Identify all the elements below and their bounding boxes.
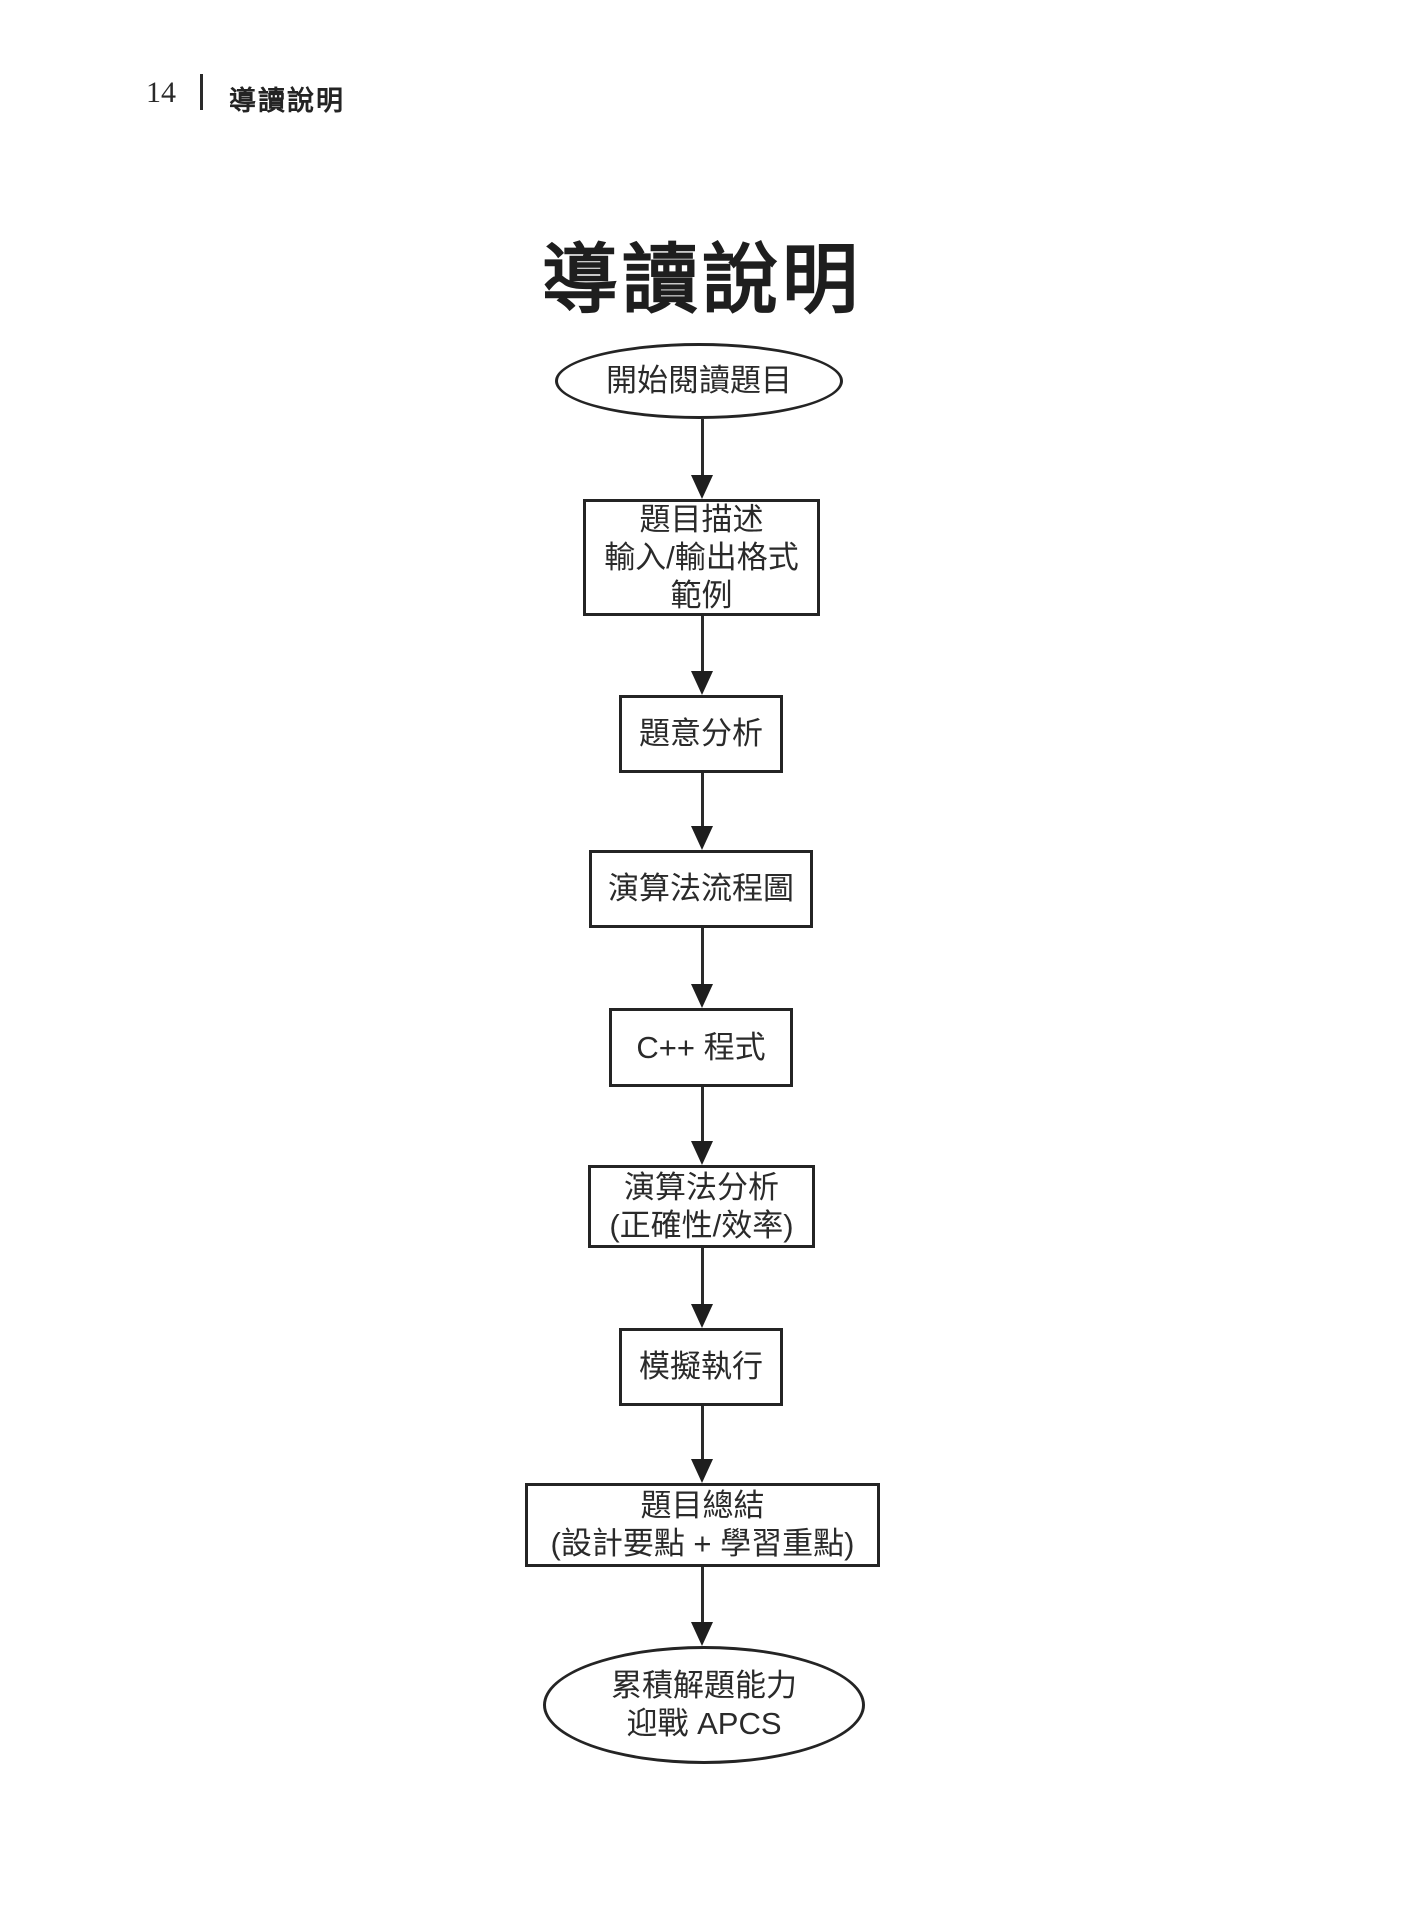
flow-node-label: 開始閱讀題目 (606, 363, 792, 398)
page-title: 導讀說明 (542, 237, 862, 323)
flow-arrow (691, 1406, 713, 1483)
flow-arrow (691, 1248, 713, 1328)
flow-arrow (691, 773, 713, 850)
flow-node-label: 迎戰 APCS (626, 1706, 782, 1741)
flow-arrow (691, 928, 713, 1008)
page-number: 14 (146, 76, 176, 109)
flow-node-label: (設計要點 + 學習重點) (550, 1526, 855, 1561)
flow-node-label: 題意分析 (639, 716, 763, 751)
flow-node-label: 輸入/輸出格式 (604, 539, 799, 575)
flow-node-problem-analysis: 題意分析 (619, 695, 783, 773)
flow-node-start: 開始閱讀題目 (555, 343, 843, 419)
flow-node-problem-summary: 題目總結 (設計要點 + 學習重點) (525, 1483, 880, 1567)
flow-arrow (691, 419, 713, 499)
flow-arrow (691, 1567, 713, 1646)
flow-node-cpp-program: C++ 程式 (609, 1008, 793, 1087)
flow-node-label: C++ 程式 (636, 1029, 766, 1065)
header-divider (200, 74, 203, 110)
flow-node-label: 累積解題能力 (611, 1668, 797, 1703)
flow-node-end: 累積解題能力 迎戰 APCS (543, 1646, 865, 1764)
header-section-title: 導讀說明 (229, 86, 345, 116)
flow-node-label: 範例 (670, 577, 733, 613)
flow-node-algorithm-flowchart: 演算法流程圖 (589, 850, 813, 928)
flow-node-label: 模擬執行 (639, 1349, 763, 1384)
flow-node-label: (正確性/效率) (609, 1207, 794, 1243)
flow-arrow (691, 616, 713, 695)
flow-node-algorithm-evaluation: 演算法分析 (正確性/效率) (588, 1165, 815, 1248)
flow-node-label: 演算法流程圖 (608, 871, 794, 906)
flow-node-simulated-execution: 模擬執行 (619, 1328, 783, 1406)
flow-node-label: 題目描述 (639, 501, 764, 537)
flow-node-label: 演算法分析 (624, 1169, 779, 1205)
flow-node-label: 題目總結 (640, 1488, 765, 1523)
flow-arrow (691, 1087, 713, 1165)
flow-node-problem-statement: 題目描述 輸入/輸出格式 範例 (583, 499, 820, 616)
